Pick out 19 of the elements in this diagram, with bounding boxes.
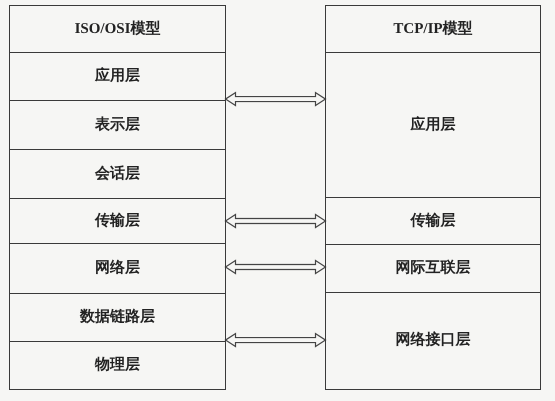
column-header: TCP/IP模型 <box>393 20 473 39</box>
double-arrow <box>224 332 327 348</box>
protocol-layer: 网络层 <box>10 243 225 293</box>
protocol-layer: 物理层 <box>10 341 225 388</box>
double-arrow <box>224 259 327 275</box>
model-column <box>9 5 226 390</box>
column-header: ISO/OSI模型 <box>74 20 160 39</box>
double-arrow <box>224 91 327 107</box>
double-arrow <box>224 213 327 229</box>
protocol-layer: 会话层 <box>10 149 225 198</box>
protocol-layer: 表示层 <box>10 100 225 149</box>
protocol-layer: 应用层 <box>10 52 225 100</box>
model-column <box>325 5 541 390</box>
protocol-layer: 网际互联层 <box>326 244 540 292</box>
protocol-layer: 传输层 <box>10 198 225 243</box>
protocol-layer: 网络接口层 <box>326 292 540 388</box>
protocol-layer: 数据链路层 <box>10 293 225 341</box>
protocol-layer: 应用层 <box>326 52 540 197</box>
protocol-layer: 传输层 <box>326 197 540 244</box>
